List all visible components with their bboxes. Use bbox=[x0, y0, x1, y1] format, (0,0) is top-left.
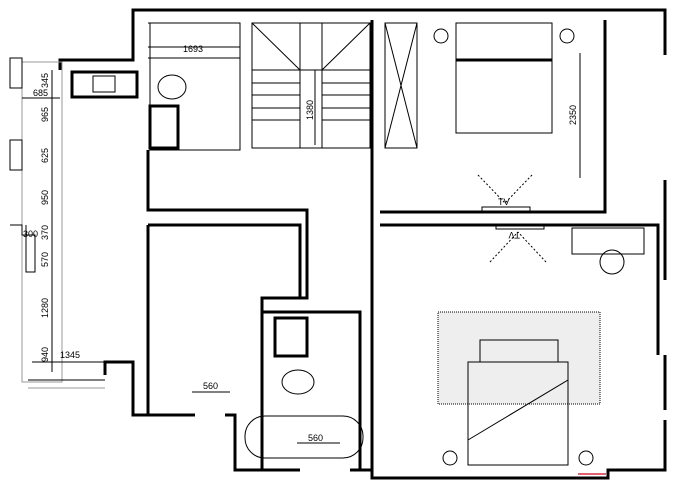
staircase: 1380 bbox=[251, 22, 371, 149]
lamp-icon bbox=[559, 28, 575, 44]
dim-1280: 1280 bbox=[40, 298, 50, 318]
tv bbox=[495, 224, 545, 230]
bedroom-top: 2350 TV bbox=[384, 22, 581, 212]
toilet bbox=[281, 369, 315, 395]
bathroom-top: 1693 bbox=[148, 22, 241, 151]
exterior-walls bbox=[58, 8, 667, 480]
lamp-icon bbox=[433, 28, 449, 44]
tv bbox=[481, 206, 531, 212]
toilet bbox=[157, 74, 187, 100]
dim-560-door: 560 bbox=[203, 381, 218, 391]
bathroom-bottom: 560 560 bbox=[192, 316, 364, 459]
tv-label-top: TV bbox=[498, 197, 510, 207]
double-bed bbox=[455, 22, 553, 134]
balcony-sink bbox=[70, 70, 139, 99]
lamp-icon bbox=[442, 450, 458, 466]
dim-560-bath: 560 bbox=[308, 433, 323, 443]
balcony-dimensions: 345 685 965 625 950 300 370 570 1280 940… bbox=[23, 73, 80, 362]
washbasin bbox=[148, 104, 180, 150]
wardrobe bbox=[384, 22, 418, 149]
dim-345: 345 bbox=[40, 73, 50, 88]
desk bbox=[571, 227, 645, 255]
dim-940: 940 bbox=[40, 347, 50, 362]
chair bbox=[599, 249, 625, 275]
dim-965: 965 bbox=[40, 107, 50, 122]
dim-1693: 1693 bbox=[183, 44, 203, 54]
washbasin bbox=[273, 316, 309, 358]
dim-300: 300 bbox=[23, 229, 38, 239]
bedroom-bottom: TV bbox=[437, 224, 645, 475]
dim-2350: 2350 bbox=[568, 105, 578, 125]
dim-370: 370 bbox=[40, 225, 50, 240]
interior-walls bbox=[146, 20, 660, 478]
dim-570: 570 bbox=[40, 252, 50, 267]
dim-625: 625 bbox=[40, 148, 50, 163]
bathtub bbox=[244, 415, 364, 459]
dim-950: 950 bbox=[40, 190, 50, 205]
rug bbox=[437, 311, 601, 405]
dim-1380: 1380 bbox=[305, 100, 315, 120]
lamp-icon bbox=[578, 450, 594, 466]
dim-685: 685 bbox=[33, 88, 48, 98]
dim-1345: 1345 bbox=[60, 350, 80, 360]
tv-label-bottom: TV bbox=[508, 230, 520, 240]
balcony bbox=[9, 57, 139, 389]
